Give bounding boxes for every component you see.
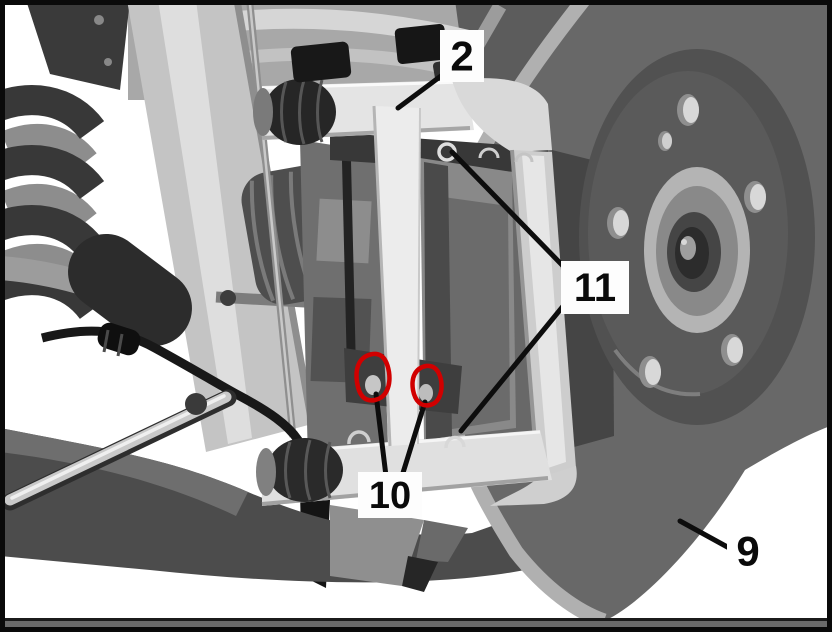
wheel-hub <box>644 167 750 333</box>
leader-10-right <box>399 399 428 479</box>
brake-pipe-rod <box>246 4 297 438</box>
lower-link-bushing <box>256 438 343 502</box>
guide-bolt-left <box>365 375 381 395</box>
red-highlight-left <box>354 351 392 403</box>
tie-rod <box>4 389 237 511</box>
callout-leaders <box>373 70 734 552</box>
bottom-bar <box>4 618 828 628</box>
callout-10-box <box>358 472 422 518</box>
shock-absorber <box>68 233 192 347</box>
upper-link-bushing <box>253 41 352 145</box>
leader-10-left <box>373 391 389 479</box>
callout-11-box <box>561 261 629 314</box>
callout-11-label: 11 <box>574 266 616 310</box>
callout-2-label: 2 <box>450 33 473 80</box>
upper-mount-bracket <box>27 4 130 90</box>
leader-9 <box>677 518 734 552</box>
leader-11-upper <box>449 149 568 271</box>
pad-retainer-lower <box>444 435 466 449</box>
red-highlight-right <box>410 363 444 408</box>
lug-bolt-holes <box>607 94 766 388</box>
wheel-knuckle <box>300 139 388 462</box>
callout-2-box <box>440 30 484 82</box>
callout-10-label: 10 <box>369 475 411 517</box>
lower-control-arm <box>4 428 566 592</box>
callout-9-label: 9 <box>736 528 759 575</box>
callout-labels: 2 11 10 9 <box>358 30 769 575</box>
leader-2 <box>395 70 448 111</box>
leader-11-lower <box>458 302 567 434</box>
callout-9-box <box>727 527 769 573</box>
red-highlights <box>354 351 444 408</box>
guide-bolt-right <box>419 384 433 402</box>
